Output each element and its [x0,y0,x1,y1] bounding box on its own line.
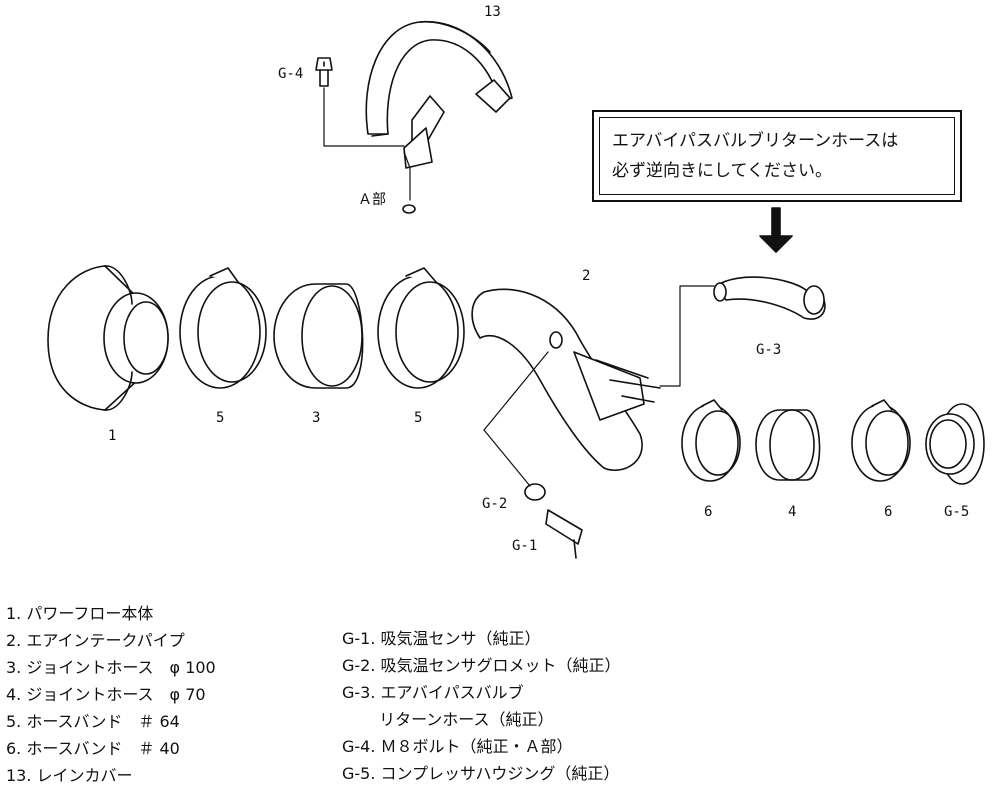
parts-legend-left: 1. パワーフロー本体 2. エアインテークパイプ 3. ジョイントホース φ … [6,600,216,789]
label-g3: G-3 [756,342,781,358]
exploded-parts-diagram: 13 G-4 Ａ部 2 G-3 1 5 3 5 G-2 G-1 6 4 6 G-… [47,4,985,559]
caution-note-box: エアバイパスバルブリターンホースは 必ず逆向きにしてください。 [592,110,962,202]
label-2: 2 [582,268,590,284]
caution-note-inner: エアバイパスバルブリターンホースは 必ず逆向きにしてください。 [599,117,955,195]
legend-item: G-3. エアバイパスバルブ [342,683,524,702]
hose-band-40-a-part [681,399,741,482]
legend-item: 13. レインカバー [6,766,133,785]
label-g5: G-5 [944,504,969,520]
parts-legend-right: G-1. 吸気温センサ（純正） G-2. 吸気温センサグロメット（純正） G-3… [342,625,621,787]
label-g2: G-2 [482,496,507,512]
caution-note-line-2: 必ず逆向きにしてください。 [612,161,832,181]
label-g4: G-4 [278,66,303,82]
legend-item: 1. パワーフロー本体 [6,604,154,623]
a-part-washer [402,204,416,214]
label-1: 1 [108,428,116,444]
label-5b: 5 [414,410,422,426]
power-flow-body-part [47,265,169,411]
label-6b: 6 [884,504,892,520]
legend-item: 3. ジョイントホース φ 100 [6,658,216,677]
label-4: 4 [788,504,796,520]
caution-note-line-1: エアバイパスバルブリターンホースは [612,131,899,151]
compressor-housing-part [925,403,985,485]
air-bypass-return-hose-part [659,276,826,387]
legend-item: 6. ホースバンド ＃ 40 [6,739,180,758]
legend-item: リターンホース（純正） [342,710,554,729]
hose-band-64-a-part [179,267,267,389]
label-13: 13 [484,4,501,20]
label-3: 3 [312,410,320,426]
rain-cover-part [365,20,513,169]
joint-hose-100-part [273,283,364,389]
legend-item: 5. ホースバンド ＃ 64 [6,712,180,731]
m8-bolt-part [315,57,405,147]
legend-item: G-1. 吸気温センサ（純正） [342,629,541,648]
legend-item: 2. エアインテークパイプ [6,631,185,650]
label-a-part: Ａ部 [358,192,386,208]
hose-band-40-b-part [851,399,911,482]
label-5a: 5 [216,410,224,426]
down-arrow-icon [759,207,793,253]
hose-band-64-b-part [377,267,465,389]
label-g1: G-1 [512,538,537,554]
intake-temp-sensor-part [545,509,583,559]
air-intake-pipe-part [471,288,661,471]
legend-item: G-5. コンプレッサハウジング（純正） [342,764,620,783]
sensor-grommet-part [483,351,549,501]
label-6a: 6 [704,504,712,520]
legend-item: 4. ジョイントホース φ 70 [6,685,206,704]
legend-item: G-4. Ｍ８ボルト（純正・Ａ部） [342,737,573,756]
joint-hose-70-part [755,409,821,481]
legend-item: G-2. 吸気温センサグロメット（純正） [342,656,621,675]
